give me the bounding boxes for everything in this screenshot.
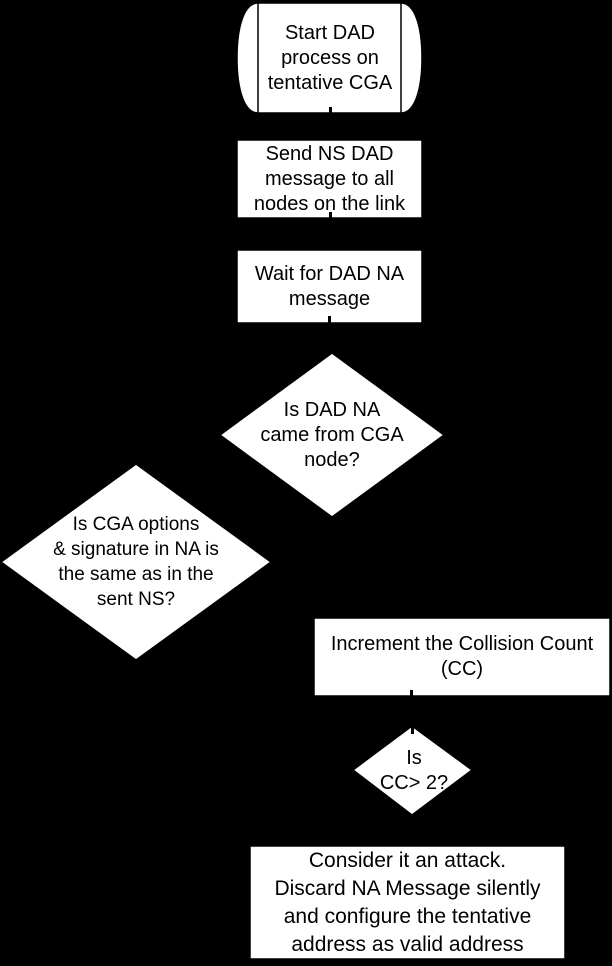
is-cc-gt-2-decision-shape <box>351 725 474 816</box>
send-ns-process-shape <box>236 139 423 219</box>
increment-cc-process-shape <box>313 617 611 697</box>
connector-tick-cc-in <box>411 724 414 734</box>
is-cga-options-same-decision-shape <box>0 463 273 661</box>
connector-tick-start-out <box>329 107 332 116</box>
start-terminator-shape <box>236 2 423 114</box>
connector-tick-send-out <box>329 212 332 220</box>
connector-tick-wait-out <box>328 316 331 325</box>
is-dad-na-from-cga-decision-shape <box>218 352 446 518</box>
consider-attack-process-shape <box>249 845 566 960</box>
connector-tick-increment-out <box>410 690 413 698</box>
wait-na-process-shape <box>236 249 423 324</box>
